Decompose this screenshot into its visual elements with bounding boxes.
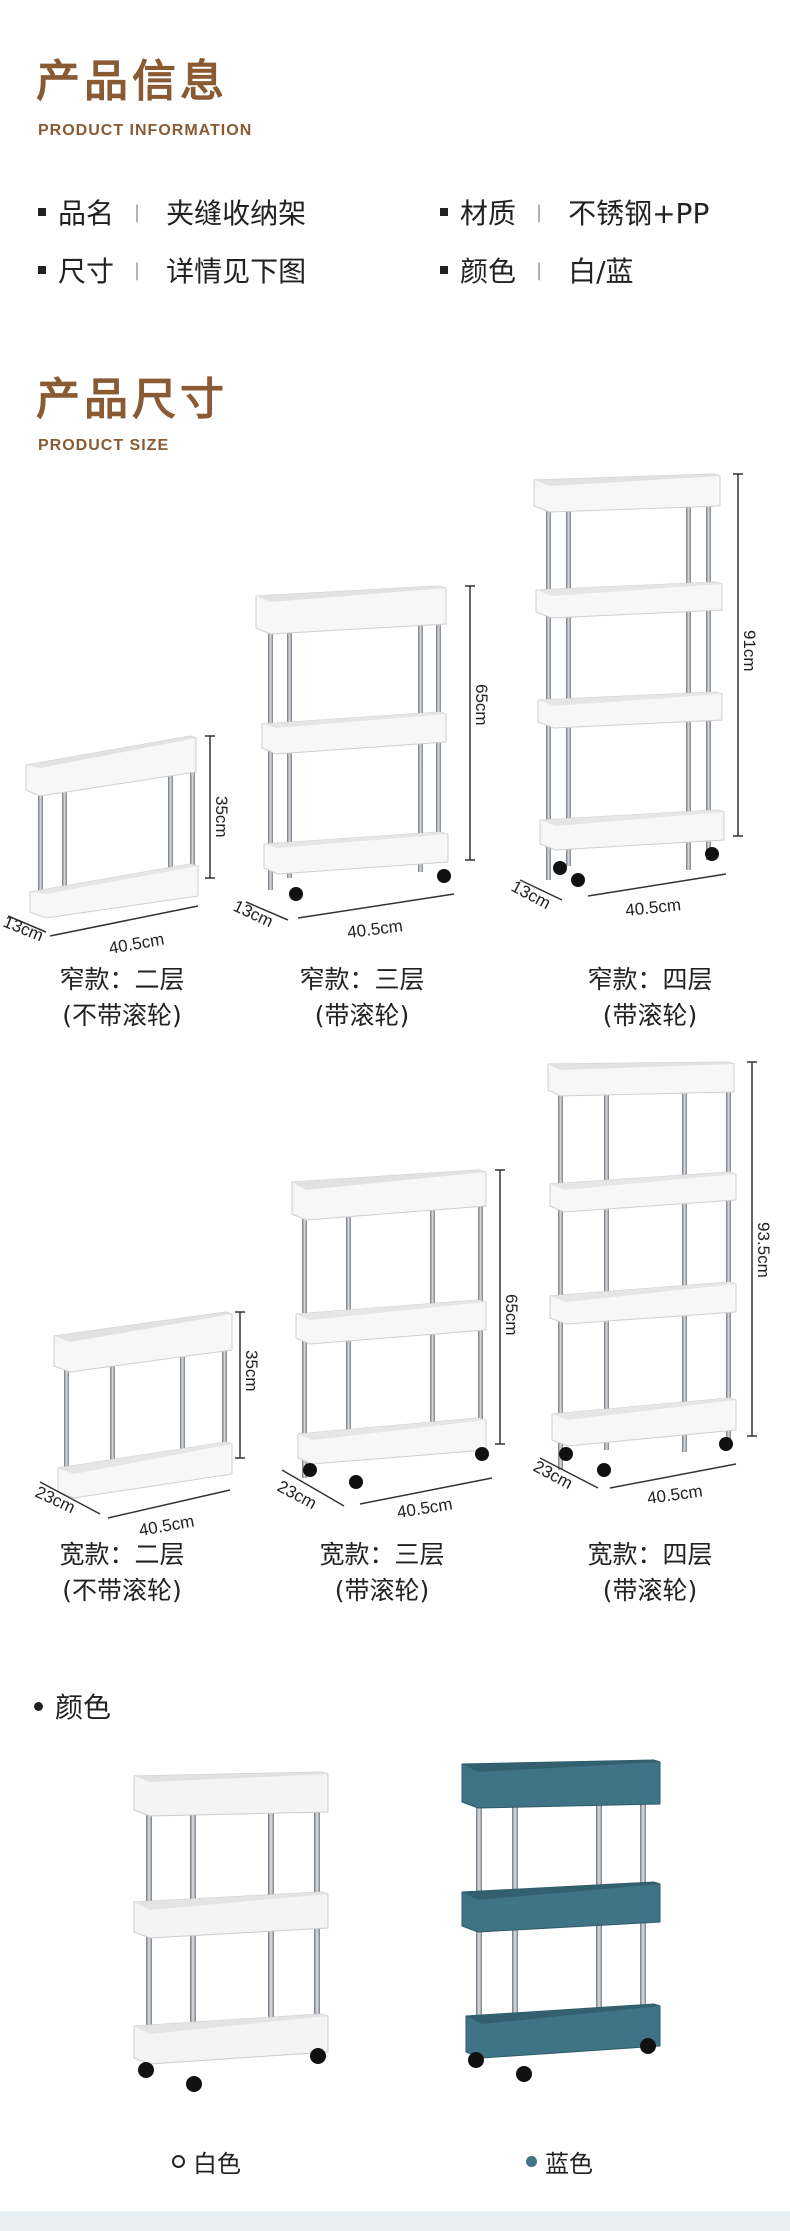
width-label-3: 40.5cm xyxy=(624,895,681,920)
cart-wide-4tier xyxy=(547,1061,737,1477)
info-row-color: 颜色 | 白/蓝 xyxy=(440,250,634,290)
caption-narrow-2tier: 窄款：二层 (不带滚轮) xyxy=(2,962,242,1034)
caption-line2: (不带滚轮) xyxy=(62,1576,182,1605)
bullet-icon xyxy=(34,1701,43,1711)
width-label-6: 40.5cm xyxy=(646,1481,704,1508)
depth-label-2: 13cm xyxy=(230,896,276,931)
color-label: 颜色 xyxy=(460,255,517,288)
color-section-label: 颜色 xyxy=(55,1691,112,1724)
width-label-2: 40.5cm xyxy=(346,916,404,942)
separator: | xyxy=(134,201,141,223)
caption-line2: (带滚轮) xyxy=(314,1001,410,1030)
dimension-lines-6 xyxy=(539,1061,757,1489)
depth-label-1: 13cm xyxy=(1,912,47,945)
size-section-subtitle: PRODUCT SIZE xyxy=(38,437,170,454)
cart-white xyxy=(133,1771,329,2092)
caption-wide-4tier: 宽款：四层 (带滚轮) xyxy=(530,1537,770,1609)
dimension-lines-5 xyxy=(281,1169,505,1507)
size-section-title: 产品尺寸 xyxy=(36,374,228,425)
blue-label: 蓝色 xyxy=(545,2150,593,2178)
caption-line1: 宽款：二层 xyxy=(59,1540,185,1569)
wide-models-illustration: 35cm 40.5cm 23cm 65cm 40.5cm 23cm xyxy=(32,1061,773,1540)
caption-line1: 窄款：四层 xyxy=(587,965,713,994)
width-label-5: 40.5cm xyxy=(396,1494,454,1521)
caption-narrow-4tier: 窄款：四层 (带滚轮) xyxy=(530,962,770,1034)
depth-label-6: 23cm xyxy=(530,1457,576,1493)
caption-line1: 宽款：三层 xyxy=(319,1540,445,1569)
separator: | xyxy=(536,259,543,281)
separator: | xyxy=(536,201,543,223)
caption-line1: 窄款：二层 xyxy=(59,965,185,994)
size-label: 尺寸 xyxy=(58,255,115,288)
dimension-lines-3 xyxy=(519,473,743,901)
width-label-1: 40.5cm xyxy=(107,930,165,958)
blue-dot-icon xyxy=(526,2156,537,2167)
name-value: 夹缝收纳架 xyxy=(166,197,307,230)
bullet-icon xyxy=(38,208,46,216)
color-variants-illustration xyxy=(133,1759,661,2092)
caption-line2: (不带滚轮) xyxy=(62,1001,182,1030)
cart-wide-2tier xyxy=(53,1311,233,1499)
height-label-5: 65cm xyxy=(502,1294,521,1336)
color-option-white: 白色 xyxy=(172,2144,241,2179)
white-label: 白色 xyxy=(193,2150,241,2178)
narrow-models-illustration: 35cm 40.5cm 13cm 65cm 40.5cm 13cm xyxy=(1,473,759,958)
name-label: 品名 xyxy=(58,197,115,230)
height-label-6: 93.5cm xyxy=(754,1222,773,1278)
info-row-name: 品名 | 夹缝收纳架 xyxy=(38,192,306,232)
dimension-lines-4 xyxy=(39,1311,245,1519)
caption-wide-2tier: 宽款：二层 (不带滚轮) xyxy=(2,1537,242,1609)
caption-line2: (带滚轮) xyxy=(602,1001,698,1030)
bullet-icon xyxy=(440,266,448,274)
height-label-4: 35cm xyxy=(242,1350,261,1392)
info-section-title: 产品信息 xyxy=(36,56,228,107)
separator: | xyxy=(134,259,141,281)
footer-strip xyxy=(0,2211,790,2231)
caption-narrow-3tier: 窄款：三层 (带滚轮) xyxy=(242,962,482,1034)
height-label-3: 91cm xyxy=(740,630,759,672)
info-section-subtitle: PRODUCT INFORMATION xyxy=(38,122,253,139)
bullet-icon xyxy=(38,266,46,274)
caption-line1: 窄款：三层 xyxy=(299,965,425,994)
caption-line2: (带滚轮) xyxy=(602,1576,698,1605)
color-section-title: 颜色 xyxy=(34,1686,111,1726)
color-option-blue: 蓝色 xyxy=(526,2144,593,2179)
size-value: 详情见下图 xyxy=(166,255,307,288)
caption-line2: (带滚轮) xyxy=(334,1576,430,1605)
color-value: 白/蓝 xyxy=(568,255,634,288)
height-label-1: 35cm xyxy=(212,796,231,838)
width-label-4: 40.5cm xyxy=(137,1512,195,1540)
dimension-lines-1 xyxy=(7,735,215,937)
bullet-icon xyxy=(440,208,448,216)
cart-wide-3tier xyxy=(291,1169,489,1489)
cart-narrow-2tier xyxy=(25,735,199,919)
caption-line1: 宽款：四层 xyxy=(587,1540,713,1569)
depth-label-3: 13cm xyxy=(508,877,554,913)
depth-label-5: 23cm xyxy=(274,1477,320,1513)
height-label-2: 65cm xyxy=(472,684,491,726)
material-label: 材质 xyxy=(460,197,517,230)
hollow-dot-icon xyxy=(172,2155,185,2168)
cart-narrow-3tier xyxy=(255,585,451,901)
material-value: 不锈钢+PP xyxy=(568,197,710,230)
dimension-lines-2 xyxy=(245,585,475,921)
caption-wide-3tier: 宽款：三层 (带滚轮) xyxy=(262,1537,502,1609)
info-row-material: 材质 | 不锈钢+PP xyxy=(440,192,709,232)
cart-blue xyxy=(461,1759,661,2082)
cart-narrow-4tier xyxy=(533,473,725,887)
info-row-size: 尺寸 | 详情见下图 xyxy=(38,250,306,290)
